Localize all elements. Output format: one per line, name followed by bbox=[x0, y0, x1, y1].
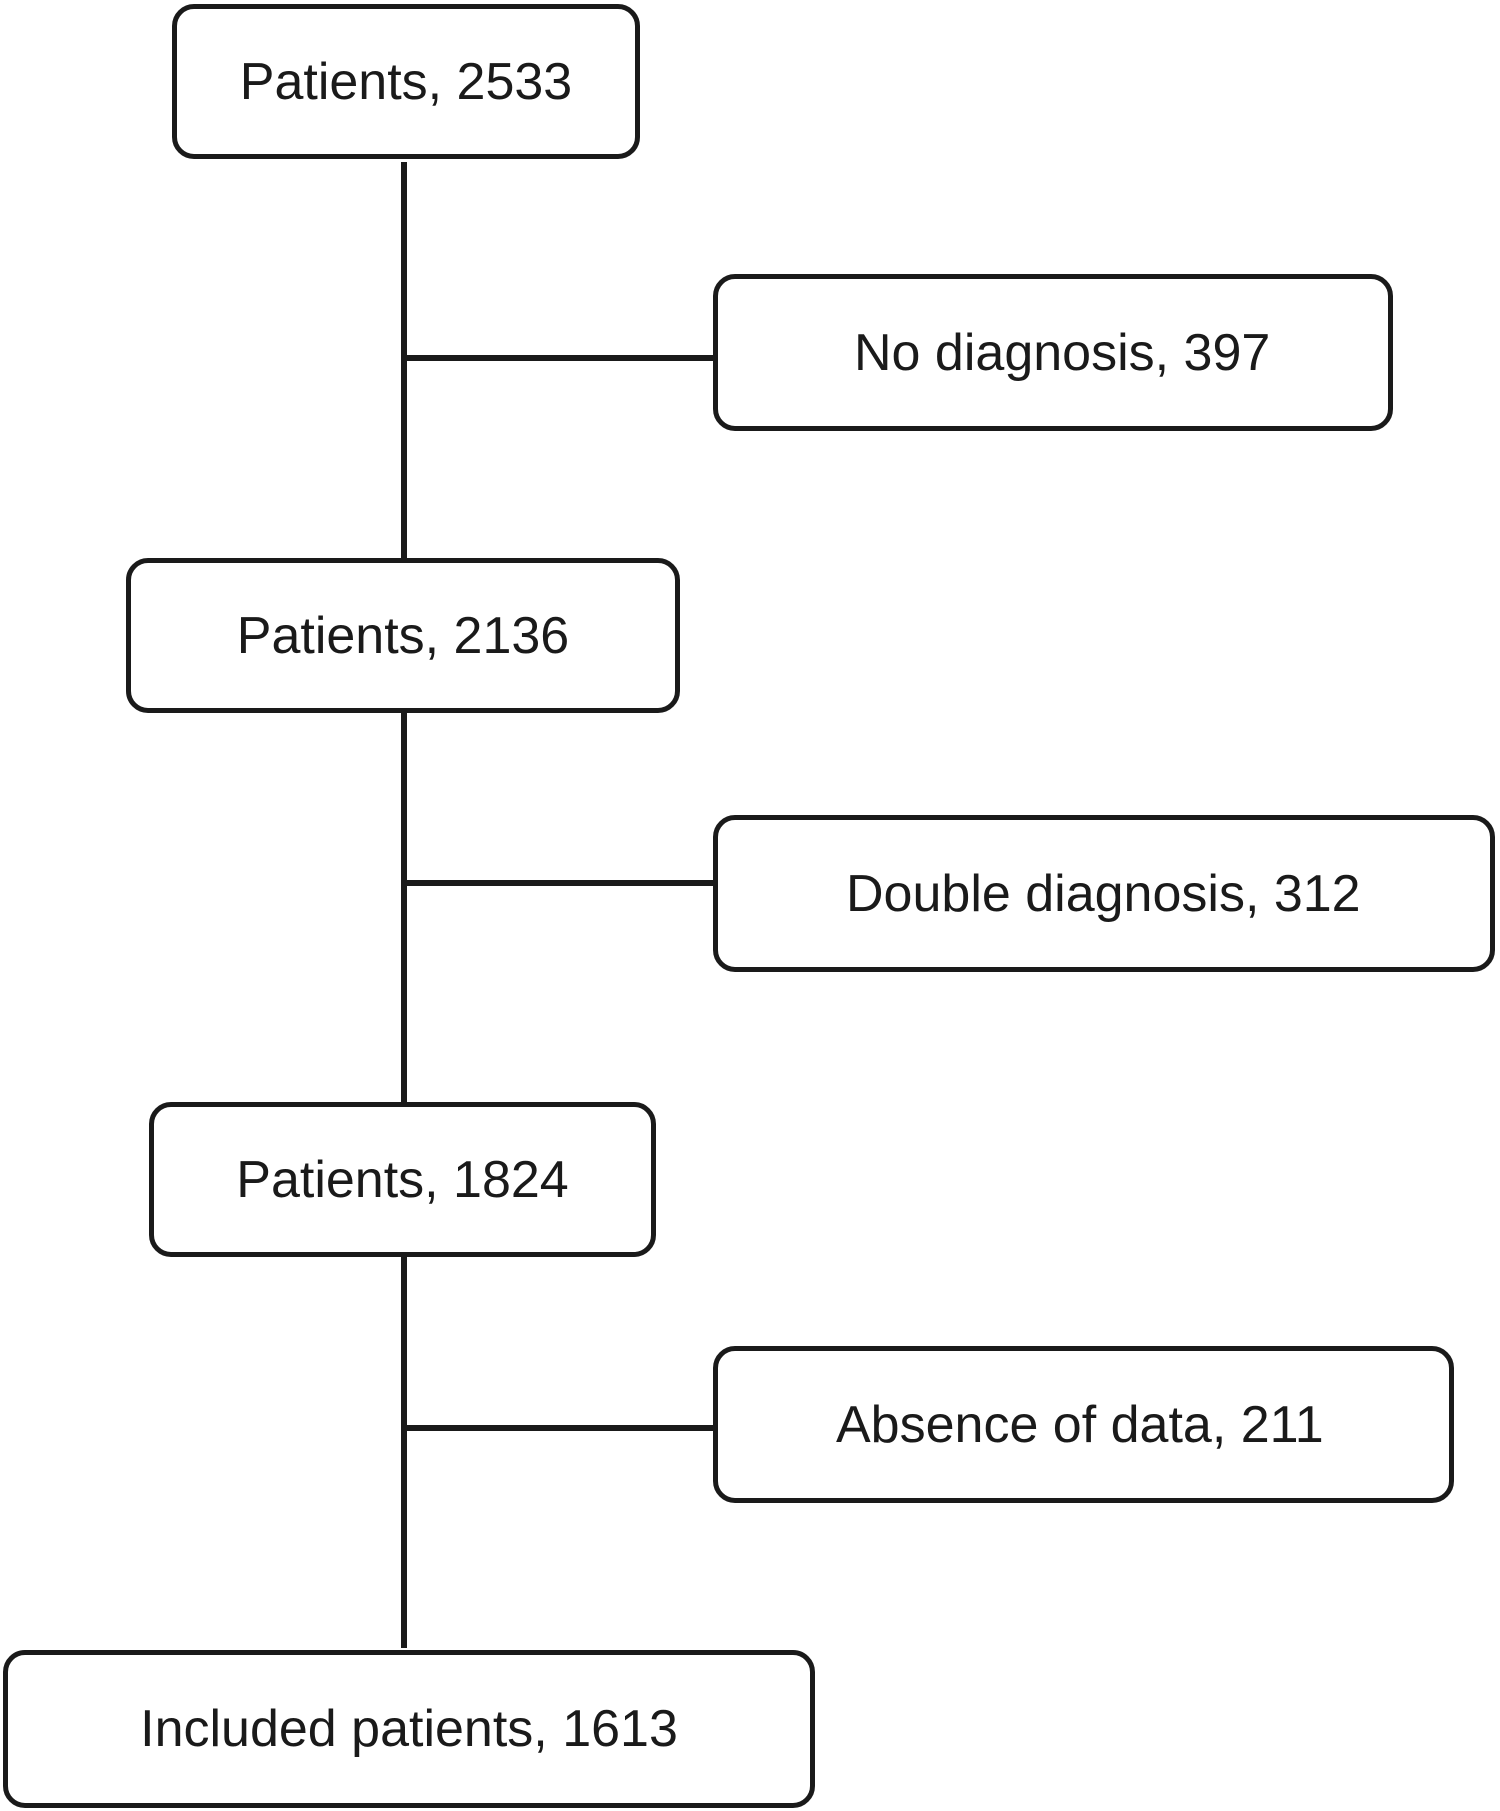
step-label: Patients, 1824 bbox=[236, 1150, 569, 1209]
connector-branch-no-diagnosis bbox=[401, 355, 716, 361]
exclusion-label: Double diagnosis, 312 bbox=[846, 864, 1361, 923]
exclusion-box-absence-of-data: Absence of data, 211 bbox=[713, 1346, 1454, 1503]
connector-branch-absence-of-data bbox=[401, 1425, 716, 1431]
step-label: Patients, 2533 bbox=[239, 52, 573, 111]
exclusion-box-no-diagnosis: No diagnosis, 397 bbox=[713, 274, 1393, 431]
step-box-patients-2533: Patients, 2533 bbox=[172, 4, 640, 159]
exclusion-box-double-diagnosis: Double diagnosis, 312 bbox=[713, 815, 1495, 972]
step-label: Patients, 2136 bbox=[236, 606, 570, 665]
step-label: Included patients, 1613 bbox=[140, 1700, 678, 1758]
connector-branch-double-diagnosis bbox=[401, 880, 716, 886]
connector-step3-step4 bbox=[401, 1252, 407, 1648]
step-box-patients-2136: Patients, 2136 bbox=[126, 558, 680, 713]
step-box-included-patients: Included patients, 1613 bbox=[3, 1650, 815, 1808]
exclusion-label: Absence of data, 211 bbox=[836, 1395, 1324, 1454]
connector-step2-step3 bbox=[401, 710, 407, 1106]
step-box-patients-1824: Patients, 1824 bbox=[149, 1102, 656, 1257]
exclusion-label: No diagnosis, 397 bbox=[854, 323, 1271, 382]
